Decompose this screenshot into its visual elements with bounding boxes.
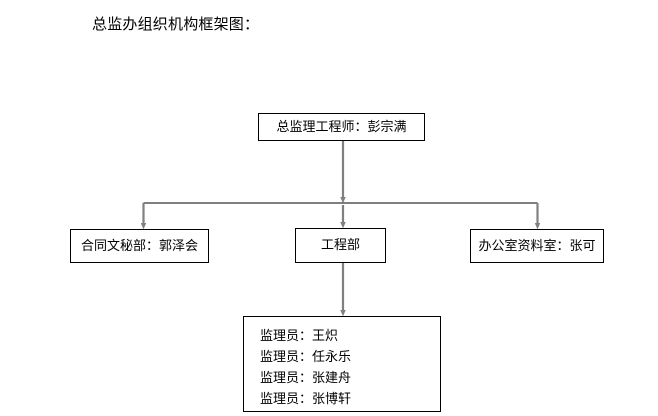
node-label: 办公室资料室：张可 — [478, 238, 596, 254]
node-contract-secretarial-dept[interactable]: 合同文秘部：郭泽会 — [70, 229, 209, 263]
page-title: 总监办组织机构框架图： — [92, 15, 260, 33]
node-office-archives-room[interactable]: 办公室资料室：张可 — [470, 229, 604, 263]
node-inspectors-group[interactable]: 监理员：王炽 监理员：任永乐 监理员：张建舟 监理员：张博轩 — [243, 316, 441, 412]
list-item: 监理员：张建舟 — [260, 371, 352, 386]
list-item: 监理员：王炽 — [260, 329, 339, 344]
node-chief-supervising-engineer[interactable]: 总监理工程师：彭宗满 — [258, 113, 425, 141]
node-label: 合同文秘部：郭泽会 — [80, 238, 198, 254]
node-label: 总监理工程师：彭宗满 — [276, 119, 407, 135]
list-item: 监理员：张博轩 — [260, 392, 352, 407]
list-item: 监理员：任永乐 — [260, 350, 352, 365]
node-engineering-dept[interactable]: 工程部 — [295, 228, 386, 263]
node-label: 工程部 — [320, 238, 360, 253]
